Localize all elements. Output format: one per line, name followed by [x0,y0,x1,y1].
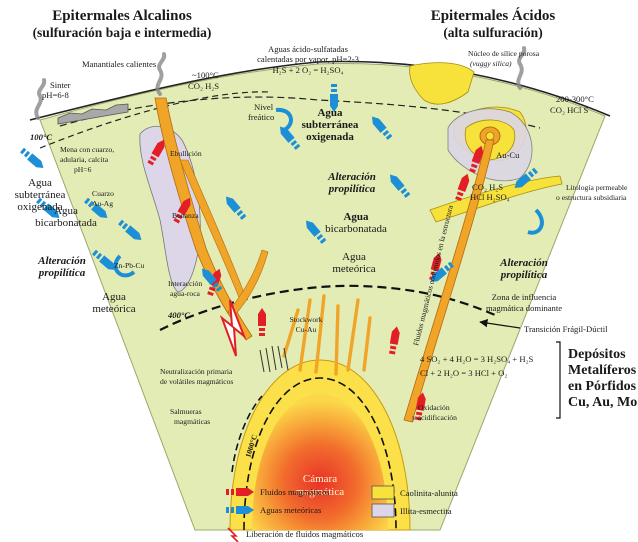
center-bicarb-1: Agua [343,211,369,223]
water-ox-1: Agua [317,107,343,119]
right-propylitic-2: propilítica [500,269,548,281]
deposits-bracket [556,342,560,418]
water-table-1: Nivel [254,102,274,112]
oxidation-1: Oxidación [418,403,450,412]
left-propylitic-2: propilítica [38,267,86,279]
left-meteoric-1: Agua [102,291,126,303]
left-title: Epitermales Alcalinos [52,8,192,24]
neutral-1: Neutralización primaria [160,367,233,376]
water-table-2: freático [248,112,274,122]
hs-gas-1: CO₂ H₂S [472,182,503,192]
aucu-label: Au-Cu [496,150,520,160]
deposits-line-4: Cu, Au, Mo [568,395,637,410]
left-meteoric-2: meteórica [92,303,135,315]
water-ox-3: oxigenada [306,131,354,143]
stockwork-2: Cu-Au [296,325,317,334]
brines-2: magmáticas [174,417,210,426]
legend-release-label: Liberación de fluidos magmáticos [246,529,364,539]
sinter-ph-label: pH=6-8 [42,90,69,100]
oxidation-2: y acidificación [412,413,457,422]
neutral-2: de volátiles magmáticos [160,377,233,386]
boiling-label: Ebullición [170,149,202,158]
left-water-2: subterránea [15,189,66,201]
bonanza-label: Bonanza [172,211,199,220]
quartz-label-2: Au-Ag [92,199,113,208]
equation-2: Cl + 2 H₂O = 3 HCl + O₂ [420,368,507,378]
deposits-line-2: Metalíferos [568,363,637,378]
vuggy-silica-inner [486,132,494,140]
center-propylitic-2: propilítica [328,183,376,195]
acid-sulfate-3: H₂S + 2 O₂ = H₂SO₄ [272,65,343,75]
meteoric-arrow [19,147,46,171]
left-bicarb-1: Agua [54,205,78,217]
temp-200-300: 200-300°C [556,94,594,104]
deposits-line-1: Depósitos [568,347,626,362]
legend-kaolinite-swatch [372,486,394,499]
influence-1: Zona de influencia [492,292,557,302]
center-meteoric-2: meteórica [332,263,375,275]
isotherm-400-label: 400°C [167,310,190,320]
legend-kaolinite-label: Caolinita-alunita [400,488,458,498]
transition-label: Transición Frágil-Dúctil [524,324,608,334]
brines-1: Salmueras [170,407,202,416]
silica-core-2: (vuggy silica) [470,59,512,68]
influence-2: magmática dominante [486,303,562,313]
left-bicarb-2: bicarbonatada [35,217,97,229]
water-ox-2: subterránea [302,119,359,131]
litho-2: o estructura subsidiaria [556,193,627,202]
co2-hcl-s: CO₂ HCl S [550,105,589,115]
ore-label-3: pH=6 [74,165,92,174]
left-subtitle: (sulfuración baja e intermedia) [33,25,212,40]
acid-sulfate-2: calentadas por vapor, pH=2-3 [257,54,359,64]
sinter-label: Sinter [50,80,71,90]
right-title: Epitermales Ácidos [431,7,556,24]
left-water-1: Agua [28,177,52,189]
acid-sulfate-1: Aguas ácido-sulfatadas [268,44,349,54]
center-meteoric-1: Agua [342,251,366,263]
stockwork-1: Stockwork [290,315,323,324]
center-bicarb-2: bicarbonatada [325,223,387,235]
chamber-label-1: Cámara [303,473,337,485]
ore-label-2: adularia, calcita [60,155,109,164]
co2-h2s-label: CO₂ H₂S [188,81,219,91]
isotherm-100-label: 100°C [30,132,52,142]
litho-1: Litología permeable [566,183,628,192]
ore-label-1: Mena con cuarzo, [60,145,114,154]
interaction-label-1: Interacción [168,279,202,288]
equation-1: 4 SO₂ + 4 H₂O = 3 H₂SO₄ + H₂S [420,354,534,364]
silica-core-1: Núcleo de sílice porosa [468,49,540,58]
deposits-line-3: en Pórfidos [568,379,637,394]
right-propylitic-1: Alteración [499,257,548,269]
right-subtitle: (alta sulfuración) [443,25,542,40]
interaction-label-2: agua-roca [170,289,201,298]
legend-meteoric-label: Aguas meteóricas [260,505,322,515]
center-propylitic-1: Alteración [327,171,376,183]
legend-magmatic-label: Fluidos magmáticos [260,487,330,497]
legend-illite-label: Illita-esmectita [400,506,452,516]
hot-springs-label: Manantiales calientes [82,59,157,69]
temp-100-label: ~100°C [192,70,219,80]
left-propylitic-1: Alteración [37,255,86,267]
hs-gas-2: HCl H₂SO₄ [470,192,510,202]
quartz-label-1: Cuarzo [92,189,114,198]
legend-illite-swatch [372,504,394,517]
znpbcu-label: Zn-Pb-Cu [114,261,145,270]
